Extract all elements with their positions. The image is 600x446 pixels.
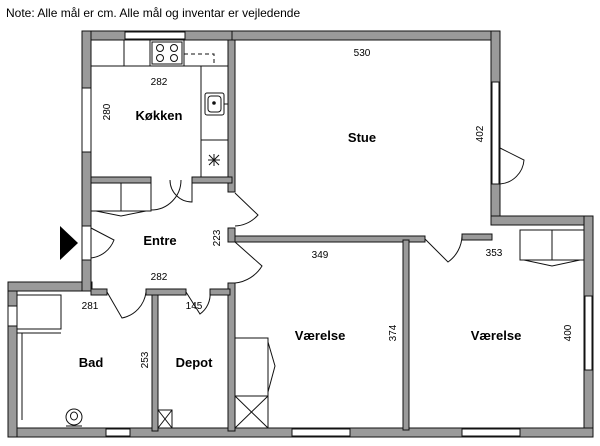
- entrance-arrow-icon: [60, 226, 78, 260]
- dim-storage-width: 145: [186, 301, 203, 312]
- room-label-storage: Depot: [176, 355, 214, 370]
- entrance-wardrobe: [90, 182, 152, 217]
- dim-kitchen-width: 282: [151, 77, 168, 88]
- room-label-living: Stue: [348, 130, 376, 145]
- dim-bedroom1-width: 349: [312, 250, 329, 261]
- windows: [7, 31, 593, 437]
- room-label-bedroom-2: Værelse: [471, 328, 522, 343]
- bath-fixtures: [16, 294, 62, 420]
- sink-icon: [204, 92, 228, 116]
- bedroom2-wardrobe: [519, 229, 585, 267]
- fan-icon: [208, 154, 220, 166]
- dim-living-width: 530: [354, 48, 371, 59]
- door-swings: [90, 147, 525, 319]
- dim-kitchen-height: 280: [102, 103, 113, 120]
- depot-shaft: [157, 409, 173, 429]
- dim-bedroom2-width: 353: [486, 248, 503, 259]
- dim-bath-height: 253: [140, 351, 151, 368]
- outer-walls: [7, 30, 594, 438]
- dim-bedroom1-height: 374: [388, 324, 399, 341]
- dim-entrance-height: 223: [212, 229, 223, 246]
- kitchen-fixtures: [90, 39, 229, 178]
- room-label-kitchen: Køkken: [136, 108, 183, 123]
- room-label-entrance: Entre: [143, 233, 176, 248]
- plan-note: Note: Alle mål er cm. Alle mål og invent…: [6, 6, 301, 20]
- stove-icon: [151, 41, 183, 65]
- room-label-bedroom-1: Værelse: [295, 328, 346, 343]
- dim-bath-width: 281: [82, 301, 99, 312]
- room-label-bath: Bad: [79, 355, 104, 370]
- dim-bedroom2-height: 400: [563, 324, 574, 341]
- dim-living-height: 402: [475, 125, 486, 142]
- toilet-icon: [65, 408, 83, 427]
- bedroom1-wardrobe: [234, 337, 276, 429]
- dim-entrance-width: 282: [151, 272, 168, 283]
